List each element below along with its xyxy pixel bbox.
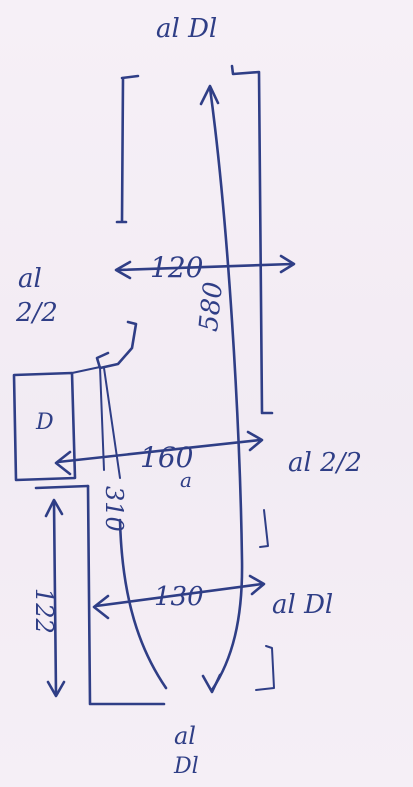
- width-130-arrowhead-left: [92, 594, 110, 620]
- dim-580: 580: [194, 280, 230, 333]
- height-122-arrowhead-bottom: [46, 680, 66, 698]
- dim-310: 310: [100, 486, 128, 532]
- label-bottom-line2: Dl: [174, 754, 199, 779]
- width-160-arrow: [56, 438, 262, 464]
- guide-line-b: [103, 367, 121, 479]
- label-middle-right: al 2/2: [288, 448, 362, 478]
- d-box: [12, 371, 77, 482]
- dim-130: 130: [154, 582, 204, 612]
- dim-160-suffix: a: [180, 468, 192, 492]
- upper-left-bracket: [115, 74, 140, 224]
- width-120-arrowhead-left: [114, 260, 132, 280]
- dim-120: 120: [150, 251, 204, 284]
- height-580-arrowhead-top: [199, 84, 220, 106]
- dim-160: 160: [140, 441, 194, 474]
- bracket-mark-lower: [255, 645, 275, 691]
- step-line: [34, 484, 90, 490]
- bracket-mark-middle: [259, 509, 269, 548]
- lower-body-curve: [118, 518, 168, 690]
- width-130-arrow: [94, 582, 264, 608]
- label-lower-right: al Dl: [272, 590, 334, 620]
- guide-line-a: [71, 366, 105, 471]
- label-upper-left-line1: al: [18, 264, 42, 294]
- width-160-arrowhead-left: [54, 450, 72, 476]
- width-120-arrow: [116, 262, 294, 272]
- label-bottom-line1: al: [174, 722, 196, 750]
- width-130-arrowhead-right: [248, 574, 266, 596]
- box-mark-d: D: [36, 410, 54, 435]
- height-122-arrowhead-top: [44, 498, 64, 518]
- dim-122: 122: [30, 588, 58, 634]
- height-122-arrow: [52, 500, 58, 696]
- hook-mark: [95, 320, 138, 370]
- upper-right-bracket: [230, 64, 274, 415]
- width-160-arrowhead-right: [246, 430, 264, 452]
- height-580-arrowhead-bottom: [201, 673, 222, 694]
- height-580-arrow: [208, 86, 244, 692]
- lower-body-outline: [86, 484, 166, 706]
- label-top-right: al Dl: [156, 14, 218, 44]
- width-120-arrowhead-right: [279, 254, 296, 274]
- label-upper-left-line2: 2/2: [16, 298, 58, 328]
